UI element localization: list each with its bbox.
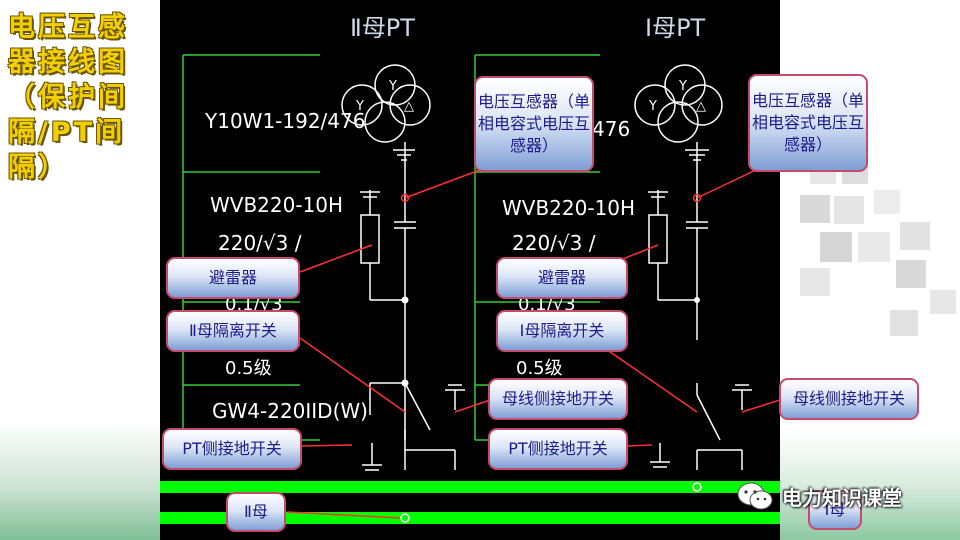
label-accuracy: 0.5级	[225, 358, 272, 379]
callout-bus-ground-left: 母线侧接地开关	[488, 378, 628, 420]
right-nodes	[694, 297, 700, 303]
winding-letter: Y	[388, 79, 397, 94]
callout-pt-right: 电压互感器（单相电容式电压互感器）	[748, 74, 868, 172]
winding-letter: Y	[648, 99, 657, 114]
deco-square	[930, 290, 956, 314]
schematic: Ⅱ母PT Ⅰ母PT Y10W1-192/	[160, 14, 781, 524]
left-panel: 电压互感器接线图（保护间隔/PT间隔）	[0, 0, 160, 540]
brand-watermark: 电力知识课堂	[736, 476, 946, 516]
right-transformer-letters: Y Y △	[648, 79, 706, 114]
bus-bar-1	[160, 481, 780, 493]
callout-pt-ground-right: PT侧接地开关	[488, 428, 628, 470]
label-ratio-partial-right: 0.1/√3	[518, 294, 576, 315]
deco-square	[900, 222, 930, 250]
right-transformer-symbol	[634, 64, 752, 470]
bus1-connection-node	[692, 482, 702, 492]
deco-square	[896, 260, 926, 288]
winding-letter: Y	[355, 99, 364, 114]
callout-isolator-left: Ⅱ母隔离开关	[166, 310, 300, 352]
left-transformer-symbol	[341, 64, 465, 471]
callout-arrester-left: 避雷器	[166, 257, 300, 299]
deco-square	[874, 190, 900, 214]
label-model-wvb: WVB220-10H	[210, 193, 343, 217]
deco-square	[800, 268, 830, 296]
callout-bus-ground-right: 母线侧接地开关	[779, 378, 919, 420]
label-model-wvb-right: WVB220-10H	[502, 196, 635, 220]
left-nodes	[401, 296, 409, 387]
slide-title: 电压互感器接线图（保护间隔/PT间隔）	[8, 12, 128, 183]
left-red-markers	[400, 193, 410, 203]
deco-square	[858, 232, 890, 262]
right-red-markers	[692, 193, 702, 203]
brand-name: 电力知识课堂	[782, 485, 902, 510]
callout-arrester-right: 避雷器	[496, 257, 628, 299]
deco-square	[834, 196, 864, 224]
winding-letter: △	[404, 99, 414, 114]
callout-pt-ground-left: PT侧接地开关	[162, 428, 302, 470]
deco-square	[890, 310, 918, 336]
bus2-connection-node	[400, 513, 410, 523]
callout-isolator-right: Ⅰ母隔离开关	[496, 310, 628, 352]
callout-bus-right: Ⅰ母	[808, 490, 862, 530]
right-section-title: Ⅰ母PT	[645, 14, 706, 42]
label-model-pt-right: 476	[592, 117, 630, 141]
label-model-pt: Y10W1-192/476	[204, 109, 365, 133]
label-accuracy-right: 0.5级	[516, 358, 563, 379]
callout-bus-left: Ⅱ母	[226, 492, 286, 532]
wechat-icon	[737, 482, 773, 510]
deco-square	[800, 195, 830, 223]
label-switch-model: GW4-220IID(W)	[212, 399, 368, 423]
label-ratio-right: 220/√3 /	[512, 231, 596, 255]
callout-pt-left: 电压互感器（单相电容式电压互感器）	[474, 76, 594, 172]
left-section-title: Ⅱ母PT	[350, 14, 415, 42]
bus-bar-2	[160, 512, 780, 524]
label-ratio-partial: 0.1/√3	[225, 294, 283, 315]
label-ratio: 220/√3 /	[218, 231, 302, 255]
deco-square	[820, 232, 852, 262]
left-transformer-letters: Y Y △	[355, 79, 414, 114]
winding-letter: Y	[678, 79, 687, 94]
winding-letter: △	[696, 99, 706, 114]
